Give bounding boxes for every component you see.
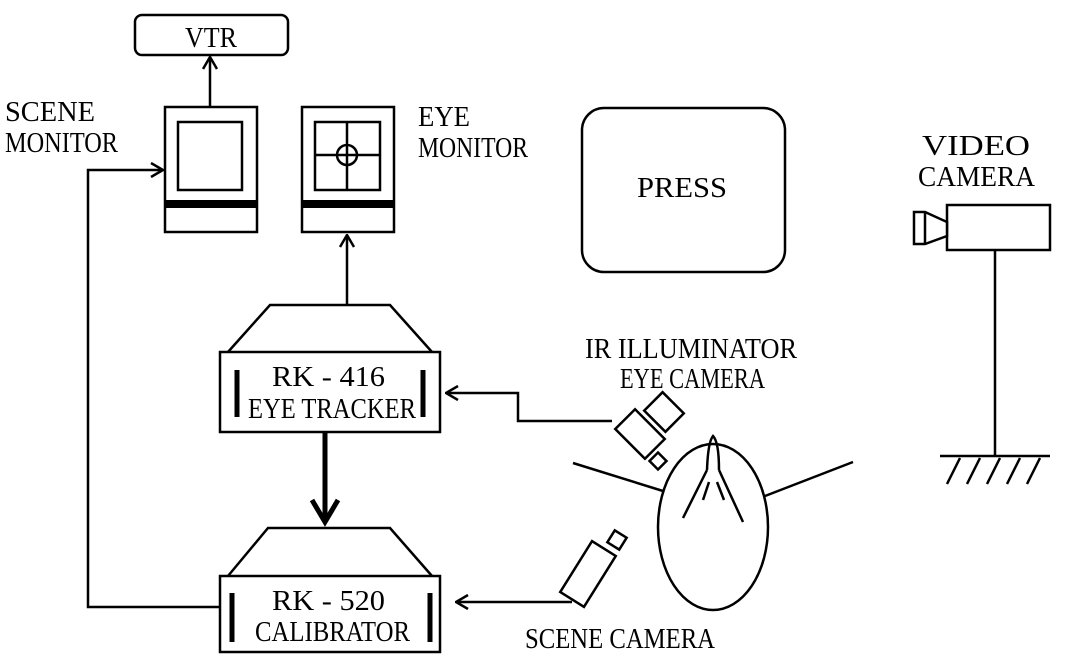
eye-monitor-bezel-bar [302,200,394,208]
scene-monitor-screen [176,120,244,192]
press-machine: PRESS [580,106,787,274]
eye-camera-label: EYE CAMERA [620,363,765,395]
ir-illuminator [642,390,686,434]
subject-head-top-view [572,434,854,612]
eye-tracker-model-label: RK - 416 [272,361,385,393]
eye-monitor-label-line2: MONITOR [418,132,529,164]
calibrator-top [227,526,433,577]
left-shoulder [572,461,664,493]
eye-tracker-unit: RK - 416 EYE TRACKER [218,303,442,434]
right-shoulder [764,460,854,498]
eye-camera-lens [647,450,669,472]
eye-tracker-top [227,303,433,353]
video-camera-lens [912,210,949,246]
ir-illuminator-eye-camera [613,390,686,472]
calibrator-front-panel [218,574,442,654]
eye-camera-to-tracker-line [446,393,612,423]
scene-monitor [163,105,259,234]
press-label: PRESS [637,172,727,204]
calibrator-model-label: RK - 520 [272,585,385,617]
eye-monitor [300,105,396,234]
ir-illuminator-label: IR ILLUMINATOR [585,333,798,365]
tracker-to-calibrator-arrow [309,432,341,527]
eye-tracker-front-panel [218,350,442,434]
scene-camera-label: SCENE CAMERA [525,623,715,654]
vtr-frame [133,13,290,57]
calibrator-name-label: CALIBRATOR [255,616,411,648]
scene-monitor-label-line1: SCENE [5,96,95,128]
vtr-label: VTR [185,22,238,54]
scene-monitor-bezel-bar [165,200,257,208]
vtr-box: VTR [133,13,290,57]
scene-monitor-label-line2: MONITOR [5,127,119,159]
calibrator-to-scene-monitor-line [86,170,220,609]
nose [681,434,745,523]
calibrator-unit: RK - 520 CALIBRATOR [218,526,442,654]
scene-camera-lens [605,528,629,552]
eye-monitor-pupil-circle [335,143,359,167]
video-camera-body [945,203,1052,252]
scene-camera-body [558,539,618,609]
video-camera-label-line2: CAMERA [918,161,1035,193]
video-camera-label-line1: VIDEO [922,130,1030,162]
scene-camera [558,528,629,609]
eye-tracker-name-label: EYE TRACKER [248,393,417,425]
eye-camera-body [613,407,667,461]
eye-monitor-label-line1: EYE [418,101,470,133]
press-frame [580,106,787,274]
ground-hatching [945,457,1042,485]
head [656,442,770,612]
video-camera [912,203,1052,485]
